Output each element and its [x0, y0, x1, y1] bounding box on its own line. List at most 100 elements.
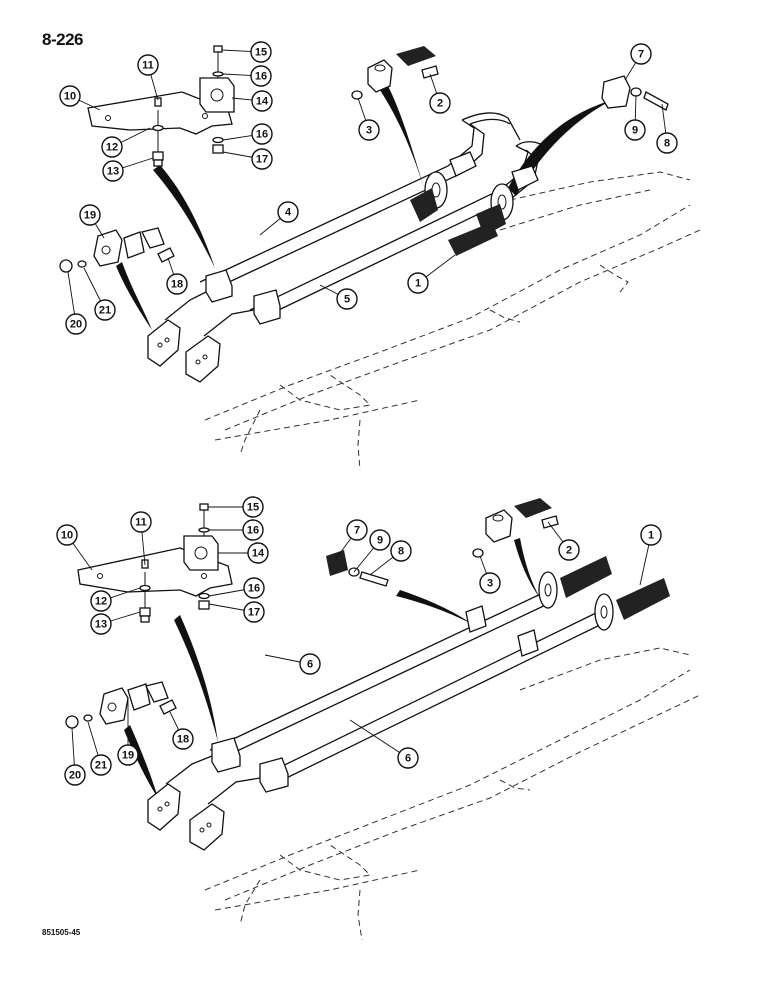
callout-circle — [117, 744, 139, 766]
callout-circle — [166, 273, 188, 295]
callout-6: 6 — [299, 653, 321, 675]
callout-circle — [390, 540, 412, 562]
callout-circle — [358, 119, 380, 141]
callout-21: 21 — [90, 754, 112, 776]
callout-number: 6 — [405, 753, 411, 765]
spline-gear — [560, 556, 612, 598]
callout-9: 9 — [624, 119, 646, 141]
callout-circle — [247, 542, 269, 564]
callout-11: 11 — [137, 54, 159, 76]
pedal — [189, 803, 225, 851]
callout-number: 20 — [69, 770, 81, 782]
callout-17: 17 — [243, 601, 265, 623]
callout-circle — [172, 728, 194, 750]
callout-circle — [624, 119, 646, 141]
callout-circle — [630, 43, 652, 65]
callout-number: 2 — [437, 98, 443, 110]
callout-17: 17 — [251, 148, 273, 170]
callout-8: 8 — [656, 132, 678, 154]
callout-number: 14 — [256, 96, 269, 108]
upper-view — [59, 45, 701, 471]
leader-line — [349, 719, 409, 759]
callout-number: 1 — [415, 278, 421, 290]
callout-circle — [130, 511, 152, 533]
callout-16: 16 — [250, 65, 272, 87]
callout-circle — [102, 160, 124, 182]
callout-circle — [94, 299, 116, 321]
callout-number: 12 — [106, 142, 118, 154]
callout-4: 4 — [277, 201, 299, 223]
callout-16: 16 — [243, 577, 265, 599]
callout-number: 10 — [64, 91, 76, 103]
callout-number: 11 — [142, 60, 154, 72]
callout-circle — [59, 85, 81, 107]
callout-circle — [369, 529, 391, 551]
upper-assembly-arrow — [153, 165, 215, 268]
callout-14: 14 — [251, 90, 273, 112]
callout-11: 11 — [130, 511, 152, 533]
callout-number: 16 — [256, 129, 268, 141]
callout-number: 21 — [95, 760, 107, 772]
callout-circle — [277, 201, 299, 223]
callout-21: 21 — [94, 299, 116, 321]
callout-20: 20 — [64, 764, 86, 786]
clamp-block — [183, 535, 219, 571]
callout-number: 20 — [70, 319, 82, 331]
callout-13: 13 — [102, 160, 124, 182]
callout-number: 7 — [354, 525, 360, 537]
callout-number: 3 — [366, 125, 372, 137]
callout-number: 13 — [107, 166, 119, 178]
callout-circle — [251, 148, 273, 170]
callout-number: 6 — [307, 659, 313, 671]
callout-7: 7 — [630, 43, 652, 65]
clamp-block — [601, 75, 631, 109]
upper-assembly-arrow — [116, 262, 152, 330]
callout-number: 16 — [255, 71, 267, 83]
callout-circle — [558, 539, 580, 561]
callout-circle — [242, 519, 264, 541]
callout-6: 6 — [397, 747, 419, 769]
callout-16: 16 — [251, 123, 273, 145]
callout-19: 19 — [79, 204, 101, 226]
callout-number: 10 — [61, 530, 73, 542]
lower-assembly-arrow — [396, 590, 472, 624]
spline-gear — [448, 222, 498, 256]
callout-circle — [407, 272, 429, 294]
callout-number: 19 — [122, 750, 134, 762]
callout-number: 16 — [247, 525, 259, 537]
callout-10: 10 — [59, 85, 81, 107]
callout-number: 9 — [632, 125, 638, 137]
callout-3: 3 — [479, 572, 501, 594]
callout-circle — [79, 204, 101, 226]
callout-9: 9 — [369, 529, 391, 551]
callout-2: 2 — [558, 539, 580, 561]
callout-number: 5 — [344, 294, 350, 306]
callout-circle — [346, 519, 368, 541]
callout-circle — [479, 572, 501, 594]
callout-14: 14 — [247, 542, 269, 564]
callout-number: 15 — [255, 47, 267, 59]
callout-1: 1 — [407, 272, 429, 294]
lower-assembly-arrow — [174, 615, 218, 742]
callout-number: 3 — [487, 578, 493, 590]
callout-5: 5 — [336, 288, 358, 310]
callout-15: 15 — [242, 496, 264, 518]
callout-7: 7 — [346, 519, 368, 541]
clamp-block — [326, 550, 348, 576]
spline-gear — [410, 188, 438, 222]
callout-number: 21 — [99, 305, 111, 317]
callout-12: 12 — [90, 590, 112, 612]
pedal — [185, 335, 221, 383]
callout-number: 13 — [95, 619, 107, 631]
callout-number: 15 — [247, 502, 259, 514]
callout-circle — [299, 653, 321, 675]
lower-shafts — [209, 591, 607, 787]
callout-circle — [137, 54, 159, 76]
upper-frame-outline — [204, 171, 701, 471]
page-number: 8-226 — [42, 30, 83, 49]
callout-circle — [56, 524, 78, 546]
callout-circle — [242, 496, 264, 518]
callout-circle — [64, 764, 86, 786]
callout-1: 1 — [640, 524, 662, 546]
callouts: 1234578910111213141516161718192021123667… — [56, 41, 678, 786]
